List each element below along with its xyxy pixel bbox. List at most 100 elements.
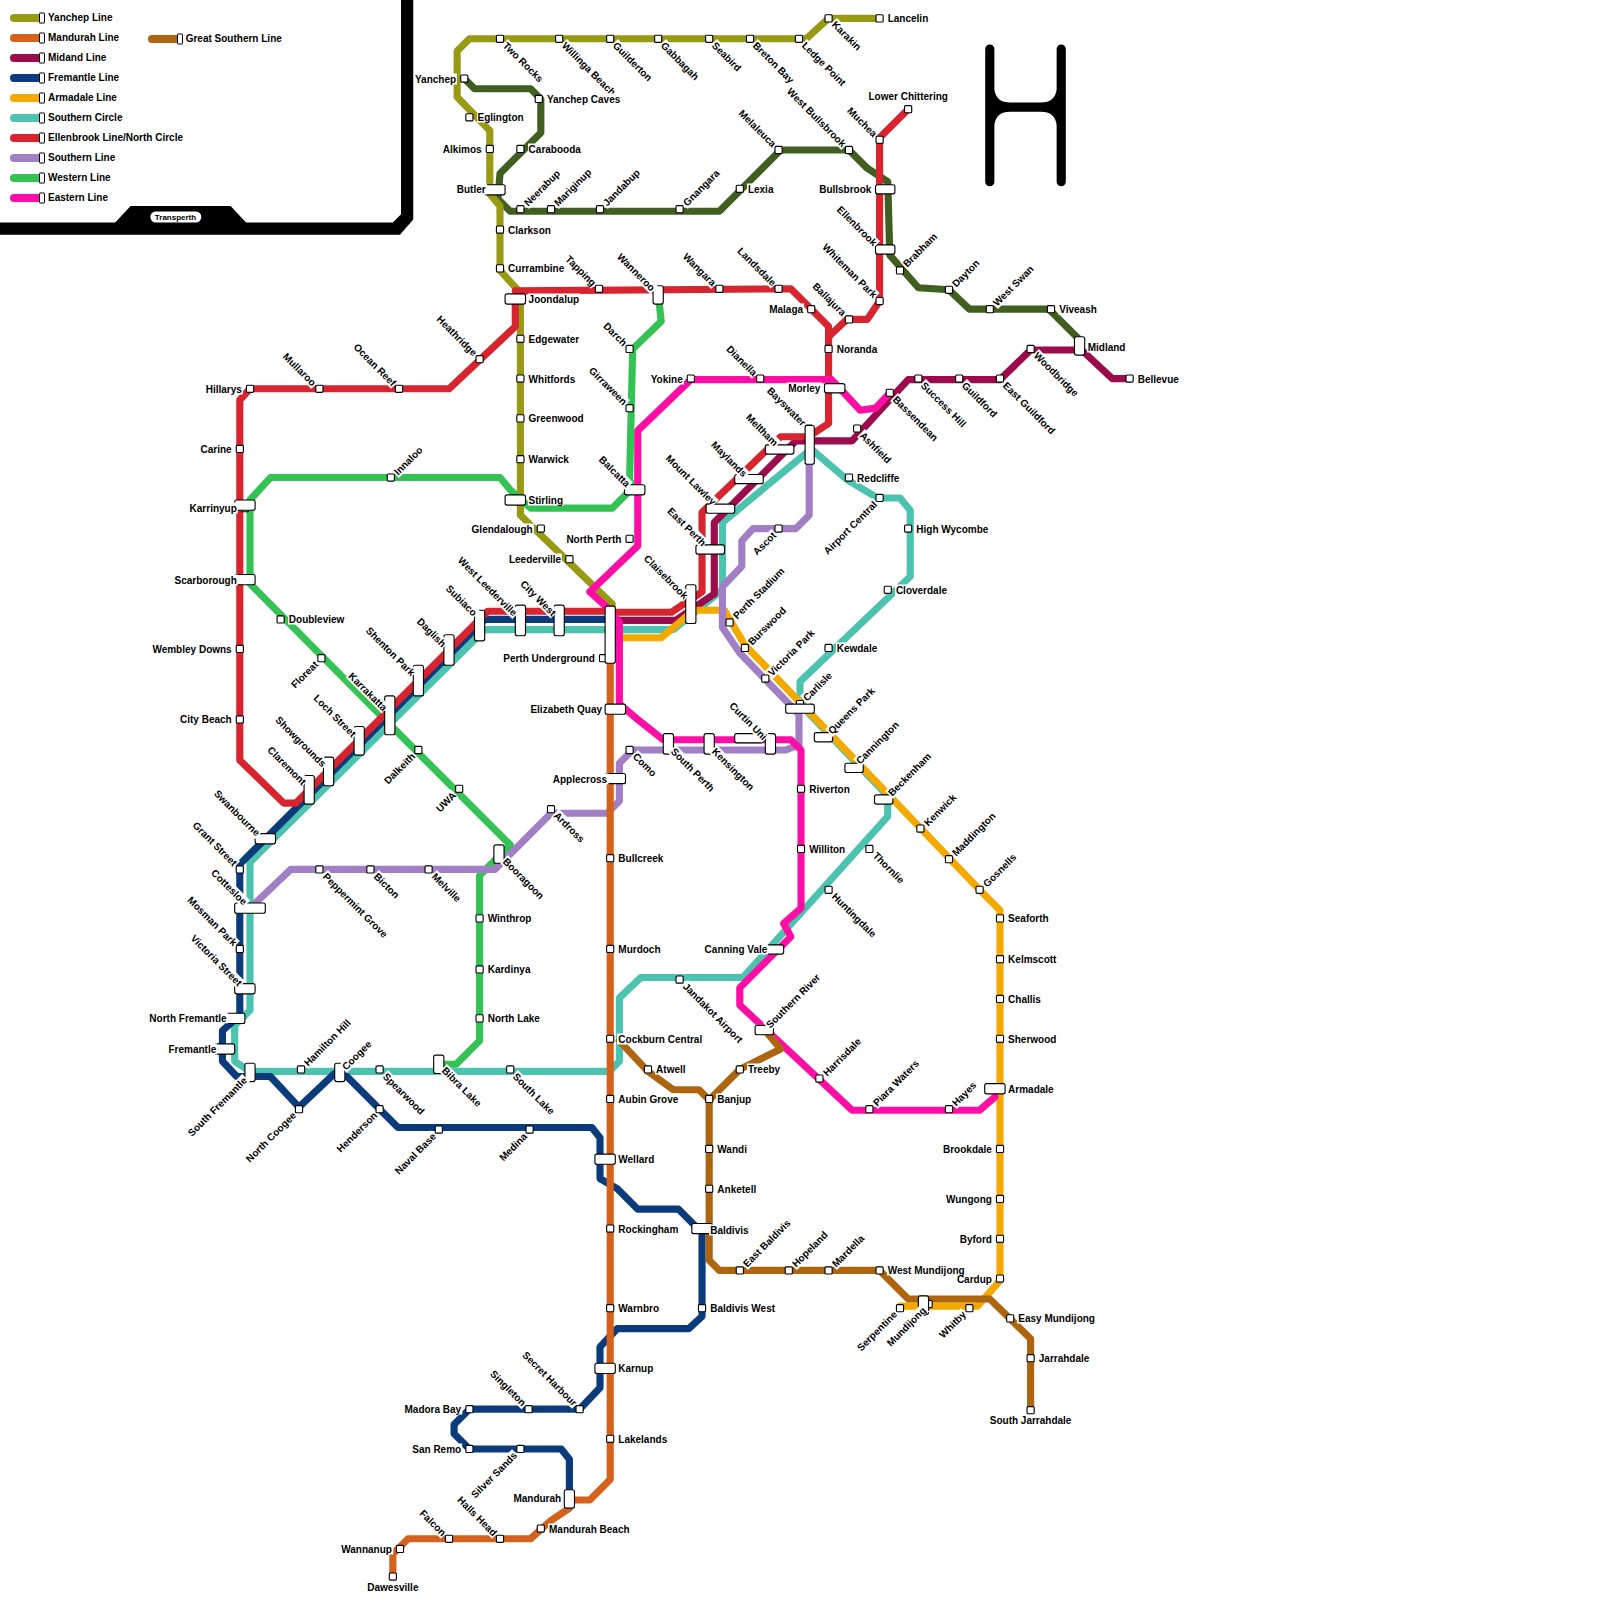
station-label: Elizabeth Quay <box>529 704 603 715</box>
legend-text: Southern Line <box>48 152 115 164</box>
station-label: Darch <box>600 320 629 349</box>
station-marker <box>986 306 993 313</box>
station-label: Yanchep Caves <box>546 94 621 105</box>
station-label: Girraween <box>586 364 630 408</box>
station-marker <box>996 995 1003 1002</box>
station-label: Rockingham <box>617 1223 679 1234</box>
station-marker <box>896 1305 903 1312</box>
rail-line <box>709 1031 780 1100</box>
station-marker <box>607 1225 614 1232</box>
station-label: Tapping <box>563 252 599 288</box>
station-label: Canning Vale <box>704 944 769 955</box>
legend-text: Ellenbrook Line/North Circle <box>48 132 183 144</box>
station-label: Bellevue <box>1137 373 1180 384</box>
station-label: Guilderton <box>610 39 655 84</box>
legend-text: Southern Circle <box>48 112 122 124</box>
station-label: Como <box>630 750 659 779</box>
rail-line <box>240 299 610 803</box>
station-label: Mardella <box>829 1232 867 1270</box>
station-marker <box>996 375 1003 382</box>
station-marker <box>547 206 554 213</box>
station-marker <box>716 285 723 292</box>
station-label: Landsdale <box>734 244 778 288</box>
station-marker <box>496 35 503 42</box>
station-marker <box>706 1185 713 1192</box>
station-marker <box>825 886 832 893</box>
station-label: Edgewater <box>528 333 581 344</box>
station-label: North Fremantle <box>148 1013 227 1024</box>
station-marker <box>706 35 713 42</box>
station-label: Karrinyup <box>189 503 238 514</box>
station-marker <box>607 1435 614 1442</box>
station-marker <box>395 385 402 392</box>
station-label: Thornlie <box>870 849 907 886</box>
station-label: Mount Lawley <box>663 452 719 508</box>
station-label: Perth Underground <box>502 653 596 664</box>
legend-marker <box>39 53 45 64</box>
station-label: Baldivis West <box>709 1303 776 1314</box>
station-marker <box>876 15 883 22</box>
station-marker <box>626 405 633 412</box>
station-marker <box>607 1305 614 1312</box>
station-marker <box>816 1075 823 1082</box>
station-marker <box>496 265 503 272</box>
station-label: Redcliffe <box>856 472 900 483</box>
station-label: Halls Head <box>454 1493 499 1538</box>
station-label: Lower Chittering <box>867 91 948 102</box>
station-label: Henderson <box>333 1109 379 1155</box>
station-label: Maddington <box>949 810 998 859</box>
station-marker <box>236 645 243 652</box>
interchange-marker <box>786 704 815 713</box>
station-marker <box>896 267 903 274</box>
station-marker <box>876 494 883 501</box>
rail-line <box>250 429 809 909</box>
legend-swatch <box>10 194 42 202</box>
station-label: Viveash <box>1058 304 1098 315</box>
station-marker <box>876 297 883 304</box>
station-label: Willinga Beach <box>559 39 618 98</box>
station-label: Spearwood <box>380 1070 427 1117</box>
station-label: Midland <box>1087 341 1127 352</box>
legend-marker <box>39 93 45 104</box>
station-label: Aubin Grove <box>617 1094 679 1105</box>
station-marker <box>425 866 432 873</box>
legend-swatch <box>10 14 42 22</box>
station-marker <box>1027 1407 1034 1414</box>
station-marker <box>476 915 483 922</box>
station-label: Ashfield <box>857 429 894 466</box>
station-marker <box>466 1406 473 1413</box>
station-label: Cockburn Central <box>617 1033 703 1044</box>
station-marker <box>476 356 483 363</box>
station-marker <box>905 525 912 532</box>
station-label: Cloverdale <box>895 584 948 595</box>
station-marker <box>825 644 832 651</box>
station-label: Wembley Downs <box>151 644 232 655</box>
station-label: Currambine <box>507 263 565 274</box>
station-marker <box>905 106 912 113</box>
station-label: Byford <box>959 1233 993 1244</box>
station-label: Claisebrook <box>641 552 691 602</box>
station-label: Ocean Reef <box>351 340 399 388</box>
legend-swatch <box>10 174 42 182</box>
station-label: Gosnells <box>980 851 1019 890</box>
legend-marker <box>39 33 45 44</box>
legend-text: Fremantle Line <box>48 72 119 84</box>
legend-swatch <box>10 34 42 42</box>
station-label: Southern River <box>763 971 823 1031</box>
station-marker <box>886 389 893 396</box>
station-label: Wellard <box>617 1154 655 1165</box>
station-marker <box>866 1106 873 1113</box>
station-marker <box>746 35 753 42</box>
rail-line <box>464 79 1079 340</box>
logo-tab <box>114 206 247 223</box>
station-label: Ellenbrook <box>834 203 880 249</box>
interchange-marker <box>876 185 895 194</box>
station-label: Seabird <box>709 39 744 74</box>
station-label: South Jarrahdale <box>989 1415 1073 1426</box>
station-label: Whitby <box>936 1308 969 1341</box>
station-marker <box>396 1545 403 1552</box>
station-marker <box>456 785 463 792</box>
legend-swatch <box>10 114 42 122</box>
station-marker <box>445 1535 452 1542</box>
station-marker <box>876 1267 883 1274</box>
